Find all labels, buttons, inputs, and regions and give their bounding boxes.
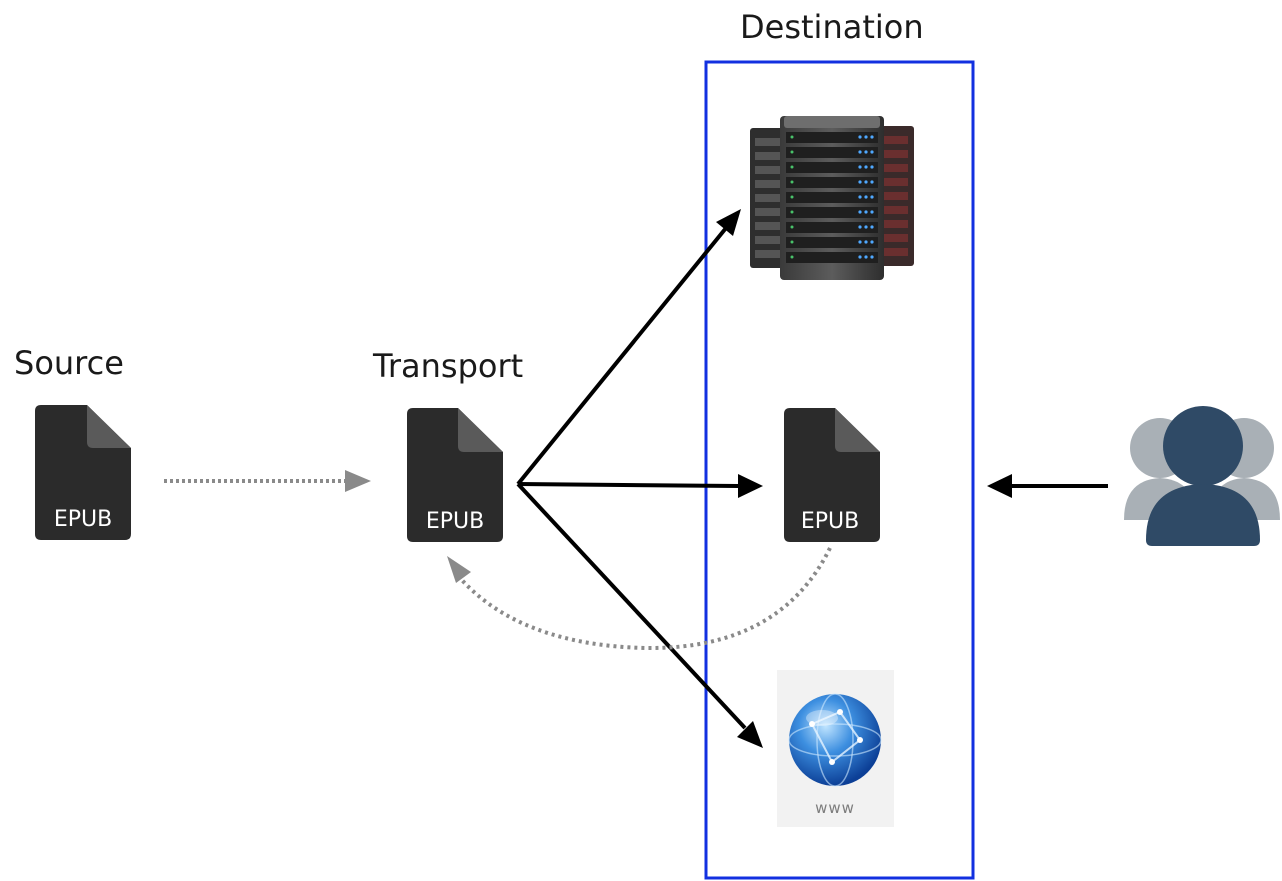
transport-to-web-arrowhead	[737, 721, 763, 748]
destination-epub-text: EPUB	[801, 509, 859, 534]
user-to-epub-arrowhead	[987, 474, 1012, 498]
return-to-transport-arrow	[458, 547, 832, 651]
www-text: www	[815, 799, 855, 817]
epub-document-icon	[784, 408, 880, 542]
transport-to-server-arrow	[516, 226, 728, 486]
transport-to-server-arrowhead	[716, 209, 741, 236]
destination-box	[704, 60, 975, 880]
rack-leds-green	[790, 135, 794, 259]
epub-document-icon	[407, 408, 503, 542]
source-to-transport-arrowhead	[345, 470, 371, 492]
rack-slots-left	[755, 138, 789, 258]
rack-slots-right	[874, 136, 908, 256]
source-epub-text: EPUB	[54, 507, 112, 532]
transport-to-web-arrow	[516, 482, 747, 730]
transport-label: Transport	[372, 347, 523, 385]
source-label: Source	[14, 344, 124, 382]
return-to-transport-arrowhead	[447, 556, 471, 583]
globe-www-icon: www	[777, 670, 894, 827]
destination-epub-document: EPUB	[784, 408, 880, 542]
rack-leds	[858, 135, 874, 259]
rack-units-front	[786, 132, 878, 263]
source-epub-document: EPUB	[35, 405, 131, 540]
epub-document-icon	[35, 405, 131, 540]
arrows	[164, 209, 1108, 748]
transport-to-epub-arrowhead	[738, 474, 763, 498]
server-rack-icon	[750, 116, 914, 280]
transport-epub-text: EPUB	[426, 509, 484, 534]
destination-label: Destination	[740, 8, 924, 46]
transport-to-epub-arrow	[517, 482, 739, 488]
user-group-icon	[1124, 406, 1280, 546]
transport-epub-document: EPUB	[407, 408, 503, 542]
